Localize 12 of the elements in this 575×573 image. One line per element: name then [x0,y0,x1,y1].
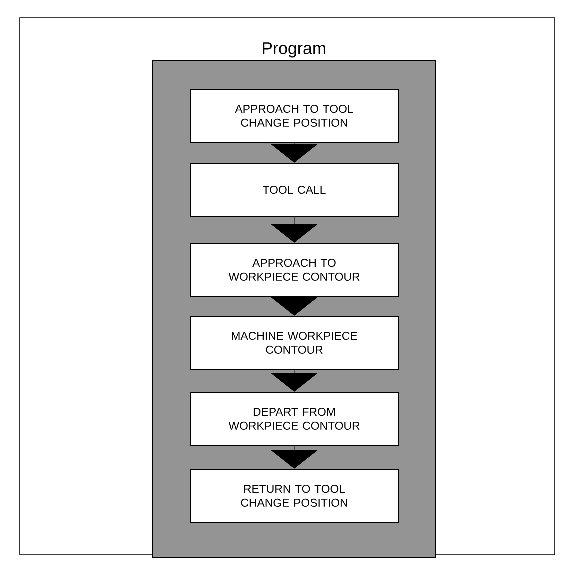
process-box: APPROACH TO TOOL CHANGE POSITION [190,89,399,143]
process-box: DEPART FROM WORKPIECE CONTOUR [190,392,399,446]
process-box: APPROACH TO WORKPIECE CONTOUR [190,243,399,297]
process-box: TOOL CALL [190,163,399,217]
arrow [270,446,318,469]
process-box: MACHINE WORKPIECE CONTOUR [190,316,399,370]
arrow [270,370,318,392]
node-label: Program [263,42,326,58]
arrow [270,296,318,316]
arrow [270,216,318,243]
arrow [270,142,318,163]
process-box: RETURN TO TOOL CHANGE POSITION [190,469,399,523]
